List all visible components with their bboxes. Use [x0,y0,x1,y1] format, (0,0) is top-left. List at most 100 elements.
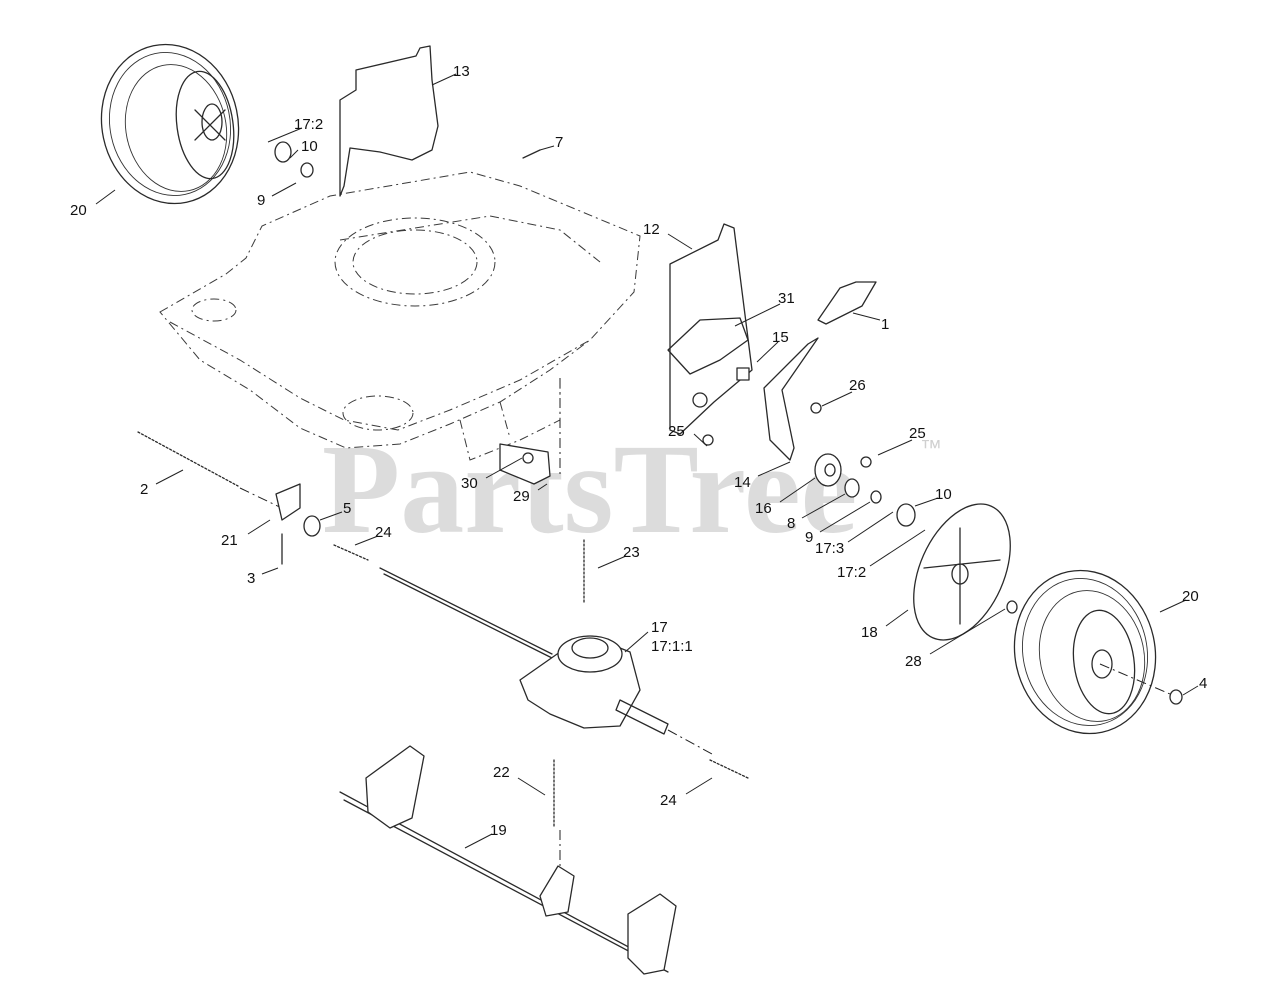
leader-c14 [757,461,791,477]
part-28-washer [1006,600,1018,614]
part-21-bracket [275,483,301,521]
part-2-spring [137,431,239,487]
part-25-bolt-right [860,456,872,468]
part-24-left-sleeve [333,544,369,561]
callout-17: 17 [651,619,668,636]
leader-c7 [539,145,555,151]
part-31-height-decal [667,317,749,375]
callout-29: 29 [513,488,530,505]
leader-c1 [852,312,881,321]
leader-c20b [1159,599,1187,613]
callout-17-2b: 17:2 [837,564,866,581]
part-19-rear-axle [339,745,677,975]
part-18-wheel-plate [913,503,1011,641]
callout-25a: 25 [668,423,685,440]
leader-c25a [693,433,708,447]
leader-c18 [885,609,909,627]
callout-18: 18 [861,624,878,641]
leader-c12 [667,233,693,250]
leader-c172b [869,529,926,567]
callout-25b: 25 [909,425,926,442]
leader-c9a [271,182,297,197]
part-20-right-wheel [1013,569,1157,735]
leader-c5 [319,511,343,521]
part-29-guard [499,443,551,485]
mower-deck-outline [159,171,641,461]
callout-4: 4 [1199,675,1207,692]
callout-24b: 24 [660,792,677,809]
part-5-washer [303,515,321,537]
leader-c21 [247,519,271,535]
part-13-rear-bracket [339,45,439,197]
part-25-bolt-left [702,434,714,446]
callout-20a: 20 [70,202,87,219]
part-14-height-lever [763,337,819,461]
part-9-right-washer [870,490,882,504]
callout-21: 21 [221,532,238,549]
leader-c29 [537,483,548,491]
callout-5: 5 [343,500,351,517]
callout-22: 22 [493,764,510,781]
part-9-left-washer [300,162,314,178]
leader-c3 [261,567,279,575]
callout-17-3: 17:3 [815,540,844,557]
callout-10b: 10 [935,486,952,503]
callout-17-2a: 17:2 [294,116,323,133]
part-1-lever-handle [817,281,877,325]
leader-c22 [517,777,546,796]
part-4-nut [1169,689,1183,705]
part-24-right-sleeve [709,759,749,779]
callout-12: 12 [643,221,660,238]
leader-c30 [485,457,523,479]
callout-24a: 24 [375,524,392,541]
leader-c24b [685,777,713,795]
callout-9a: 9 [257,192,265,209]
callout-9b: 9 [805,529,813,546]
leader-c31 [734,303,781,327]
part-7-pin [522,149,541,159]
part-16-bearing [814,453,842,487]
leader-c25b [877,439,913,456]
part-17-transmission [519,635,669,735]
callout-30: 30 [461,475,478,492]
part-10-right-pinion [896,503,916,527]
leader-c2 [155,469,184,485]
leader-c13 [431,73,457,86]
part-20-left-wheel [100,43,240,205]
part-26-bolt [810,402,822,414]
callout-28: 28 [905,653,922,670]
callout-31: 31 [778,290,795,307]
part-15-clip [736,367,750,381]
leader-c10a [289,149,299,159]
leader-c23 [597,555,627,569]
callout-14: 14 [734,474,751,491]
leader-c28 [929,608,1006,655]
callout-8: 8 [787,515,795,532]
leader-c9b [819,501,871,533]
callouts: 1 2 3 4 5 7 8 9 9 10 10 12 13 14 15 16 1… [70,63,1207,849]
leader-c173 [847,511,894,543]
callout-26: 26 [849,377,866,394]
leader-c16 [779,477,816,503]
axle-rod [379,567,557,661]
part-8-spacer [844,478,860,498]
callout-13: 13 [453,63,470,80]
leader-c19 [464,833,493,849]
callout-19: 19 [490,822,507,839]
callout-15: 15 [772,329,789,346]
leader-c24a [354,535,379,546]
watermark: PartsTree ™ [322,418,942,560]
leader-c20a [95,189,116,205]
callout-2: 2 [140,481,148,498]
callout-3: 3 [247,570,255,587]
leader-c15 [756,341,779,363]
leader-c26 [821,391,853,407]
callout-20b: 20 [1182,588,1199,605]
watermark-text: PartsTree [322,418,857,560]
part-12-side-plate [669,223,753,435]
callout-16: 16 [755,500,772,517]
callout-23: 23 [623,544,640,561]
callout-1: 1 [881,316,889,333]
leader-c8 [801,493,846,519]
